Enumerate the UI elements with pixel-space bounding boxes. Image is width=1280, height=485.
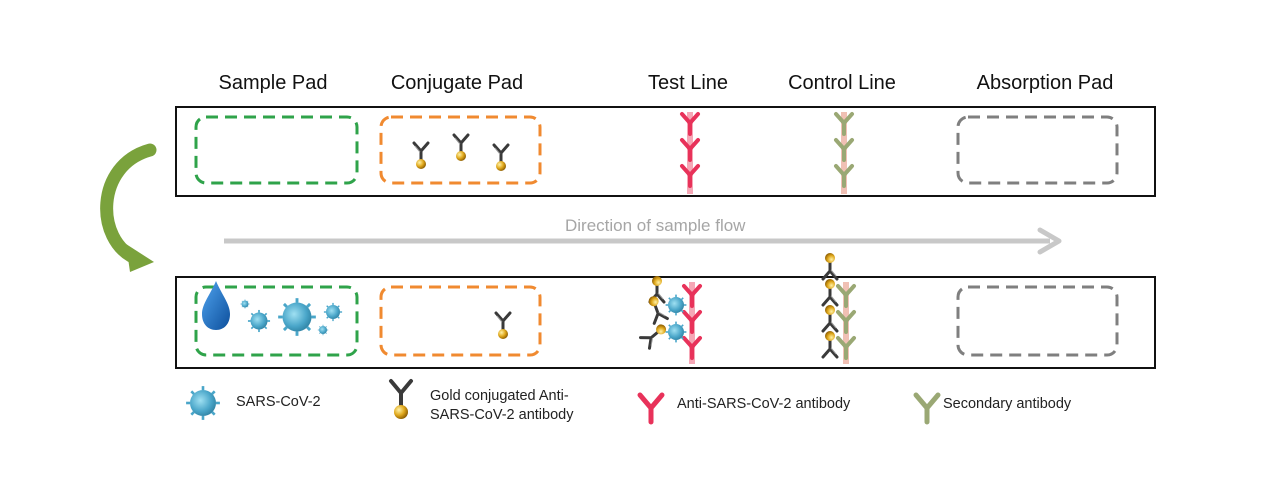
gold-antibody-after bbox=[494, 311, 512, 341]
absorption-pad-after bbox=[956, 285, 1119, 357]
control-line-after bbox=[821, 251, 856, 364]
legend-gold-antibody-label-line1: Gold conjugated Anti- bbox=[430, 388, 569, 404]
header-control-line: Control Line bbox=[788, 72, 896, 94]
legend-gold-antibody-icon bbox=[389, 379, 413, 419]
sample-pad-after bbox=[194, 285, 359, 357]
header-test-line: Test Line bbox=[647, 72, 729, 94]
legend-anti-sars-antibody-icon bbox=[637, 392, 665, 425]
legend-secondary-antibody-label: Secondary antibody bbox=[943, 396, 1072, 412]
sample-droplet-icon bbox=[202, 281, 230, 330]
sample-pad-before bbox=[194, 115, 359, 185]
header-sample-pad: Sample Pad bbox=[218, 72, 328, 94]
legend-anti-sars-antibody-label: Anti-SARS-CoV-2 antibody bbox=[677, 396, 851, 412]
flow-arrow bbox=[224, 227, 1062, 255]
legend-secondary-antibody-icon bbox=[913, 392, 941, 425]
header-conjugate-pad: Conjugate Pad bbox=[390, 72, 524, 94]
gold-antibody-group-before bbox=[412, 133, 510, 173]
conjugate-pad-before bbox=[379, 115, 542, 185]
legend-sars-cov-2-label: SARS-CoV-2 bbox=[236, 394, 321, 410]
legend-virus-icon bbox=[184, 384, 222, 422]
legend-gold-antibody-label-line2: SARS-CoV-2 antibody bbox=[430, 407, 574, 423]
test-line-before bbox=[680, 112, 700, 194]
curved-arrow bbox=[100, 143, 157, 272]
header-absorption-pad: Absorption Pad bbox=[976, 72, 1114, 94]
test-line-after bbox=[638, 274, 702, 364]
flow-direction-label: Direction of sample flow bbox=[565, 216, 746, 235]
control-line-before bbox=[834, 112, 854, 194]
conjugate-pad-after bbox=[379, 285, 542, 357]
absorption-pad-before bbox=[956, 115, 1119, 185]
virus-cluster bbox=[240, 296, 343, 338]
